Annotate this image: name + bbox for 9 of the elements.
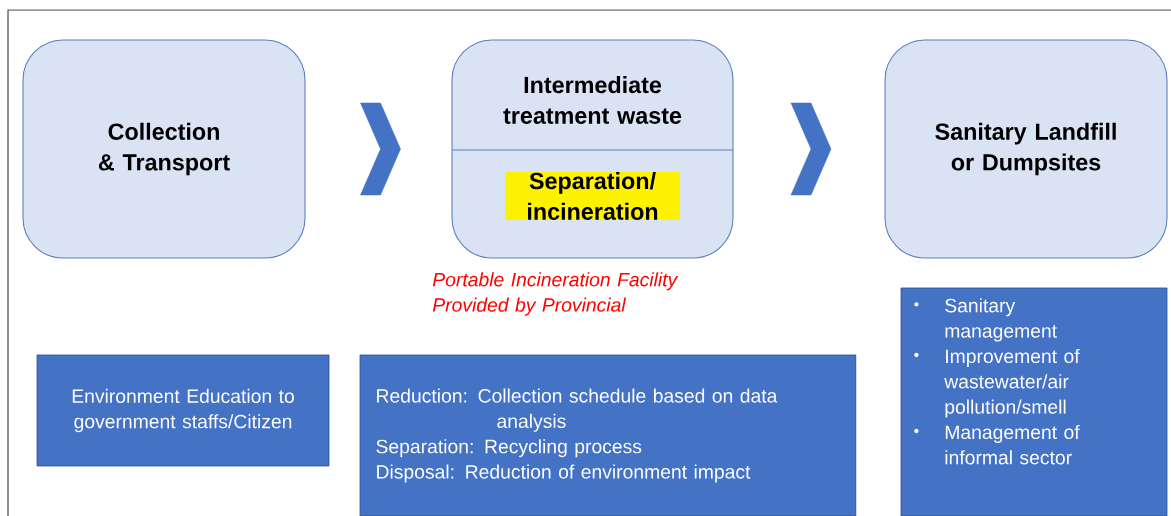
chevron-arrow — [360, 102, 401, 196]
info-box: Reduction: Collection schedule based on data analysis Separation: Recycling process Disposal: Reduction of environment impact — [359, 354, 857, 516]
process-box: Collection & Transport — [22, 39, 306, 259]
info-box: Sanitary management Improvement of wastewater/air pollution/smell Management of informal sector — [900, 287, 1168, 516]
process-box: Sanitary Landfill or Dumpsites — [884, 39, 1168, 259]
note-text: Portable Incineration Facility Provided by Provincial — [432, 272, 679, 316]
highlighted-text: Separation/ incineration — [505, 172, 680, 220]
info-box: Environment Education to government staffs/Citizen — [36, 354, 330, 467]
chevron-arrow — [790, 102, 832, 196]
